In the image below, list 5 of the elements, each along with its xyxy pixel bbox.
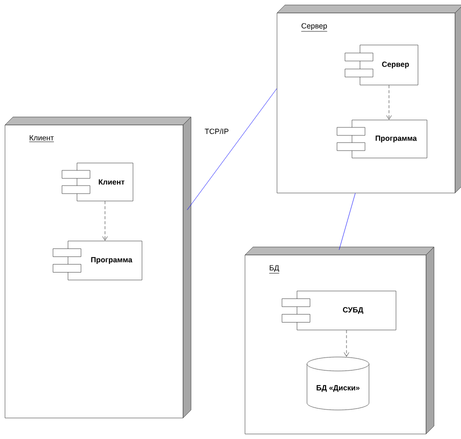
connector — [338, 193, 356, 250]
connector — [187, 88, 277, 210]
connector — [344, 330, 350, 357]
connector — [386, 85, 392, 120]
connector — [102, 201, 108, 241]
